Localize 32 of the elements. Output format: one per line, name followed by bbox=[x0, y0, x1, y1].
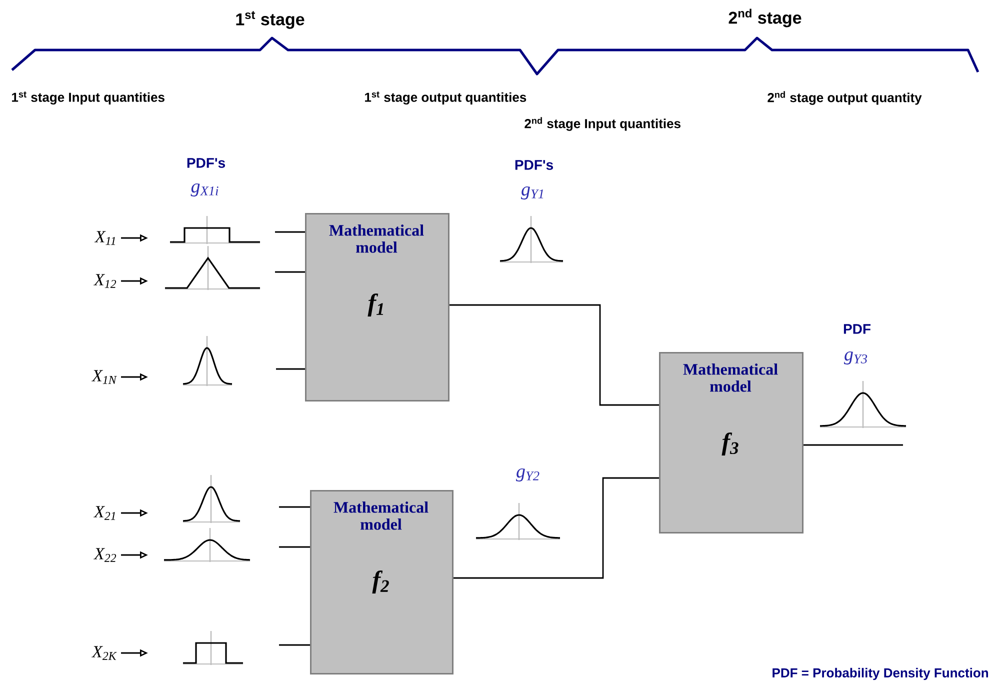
input-variable: X$_{22}$ bbox=[93, 548, 116, 562]
connector-line bbox=[279, 546, 310, 548]
stage-label: 2$^{nd}$ stage Input quantities bbox=[524, 117, 680, 131]
connector-line bbox=[450, 304, 659, 406]
pdf-symbol: g$_{X1i}$ bbox=[190, 184, 218, 196]
connector-line bbox=[279, 506, 310, 508]
stage-label: 1$^{st}$ stage Input quantities bbox=[12, 91, 164, 105]
connector-line bbox=[454, 477, 659, 579]
model-box: Mathematical model f$_{2}$ bbox=[310, 490, 454, 674]
pdf-symbol: g$_{Y3}$ bbox=[844, 352, 868, 364]
stage-title: 1$^{st}$ stage bbox=[236, 11, 304, 29]
stage-title: 2$^{nd}$ stage bbox=[728, 8, 802, 28]
model-box: Mathematical model f$_{1}$ bbox=[305, 213, 450, 402]
input-variable: X$_{1N}$ bbox=[91, 370, 117, 384]
connector-line bbox=[275, 271, 305, 273]
connector-line bbox=[275, 231, 305, 233]
pdf-heading: PDF bbox=[844, 324, 870, 334]
pdf-symbol: g$_{Y2}$ bbox=[516, 468, 540, 482]
footnote: PDF = Probability Density Function bbox=[772, 668, 988, 680]
stage-label: 2$^{nd}$ stage output quantity bbox=[768, 91, 922, 105]
pdf-heading: PDF's bbox=[515, 160, 553, 170]
pdf-heading: PDF's bbox=[187, 158, 225, 168]
connector-line bbox=[279, 644, 310, 646]
input-variable: X$_{12}$ bbox=[93, 274, 116, 288]
connector-line bbox=[804, 444, 903, 446]
pdf-symbol: g$_{Y1}$ bbox=[521, 186, 544, 200]
input-variable: X$_{11}$ bbox=[94, 231, 116, 245]
model-box: Mathematical model f$_{3}$ bbox=[659, 352, 804, 534]
connector-line bbox=[276, 368, 305, 370]
input-variable: X$_{2K}$ bbox=[91, 646, 117, 660]
input-variable: X$_{21}$ bbox=[93, 506, 116, 520]
stage-label: 1$^{st}$ stage output quantities bbox=[365, 91, 526, 105]
